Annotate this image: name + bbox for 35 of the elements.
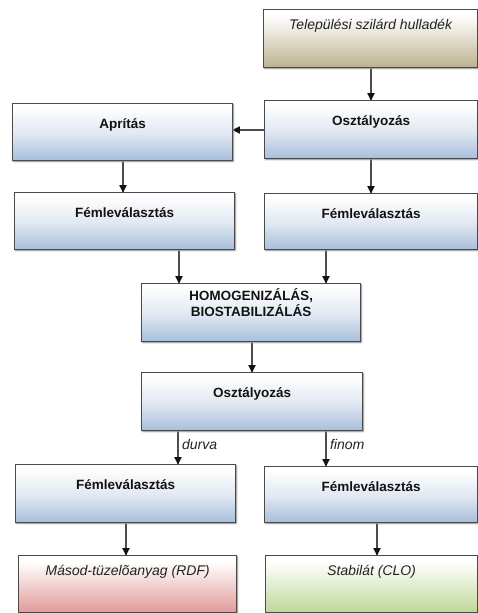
arrow (174, 431, 182, 465)
process-box (141, 283, 361, 342)
arrow (322, 250, 330, 284)
edge-label: finom (330, 437, 364, 451)
step-label: Osztályozás (330, 113, 412, 128)
arrow (367, 159, 375, 194)
step-label: Aprítás (98, 116, 147, 131)
arrow (175, 250, 183, 284)
arrow (232, 126, 264, 134)
process-box (14, 192, 235, 250)
output-box (18, 555, 237, 613)
arrow (122, 523, 130, 556)
process-box (264, 100, 478, 159)
process-box (12, 103, 233, 161)
step-label: Osztályozás (212, 385, 292, 400)
step-label: Fémleválasztás (74, 477, 176, 492)
process-box (264, 466, 478, 523)
output-box (265, 555, 478, 613)
arrow (367, 68, 375, 101)
material-label: Másod-tüzelõanyag (RDF) (44, 562, 211, 578)
process-box (15, 464, 236, 523)
input-box (263, 9, 478, 68)
arrow (248, 342, 256, 373)
edge-label: durva (182, 437, 218, 451)
step-label: Fémleválasztás (320, 206, 422, 221)
material-label: Települési szilárd hulladék (288, 16, 454, 32)
process-box (264, 193, 478, 250)
arrow (119, 161, 127, 193)
material-label: Stabilát (CLO) (326, 562, 417, 578)
step-label: Fémleválasztás (320, 479, 422, 494)
process-box (141, 372, 363, 431)
arrow (322, 431, 330, 467)
arrow (373, 523, 381, 556)
step-label: Fémleválasztás (74, 205, 176, 220)
step-label: HOMOGENIZÁLÁS, BIOSTABILIZÁLÁS (188, 288, 314, 320)
